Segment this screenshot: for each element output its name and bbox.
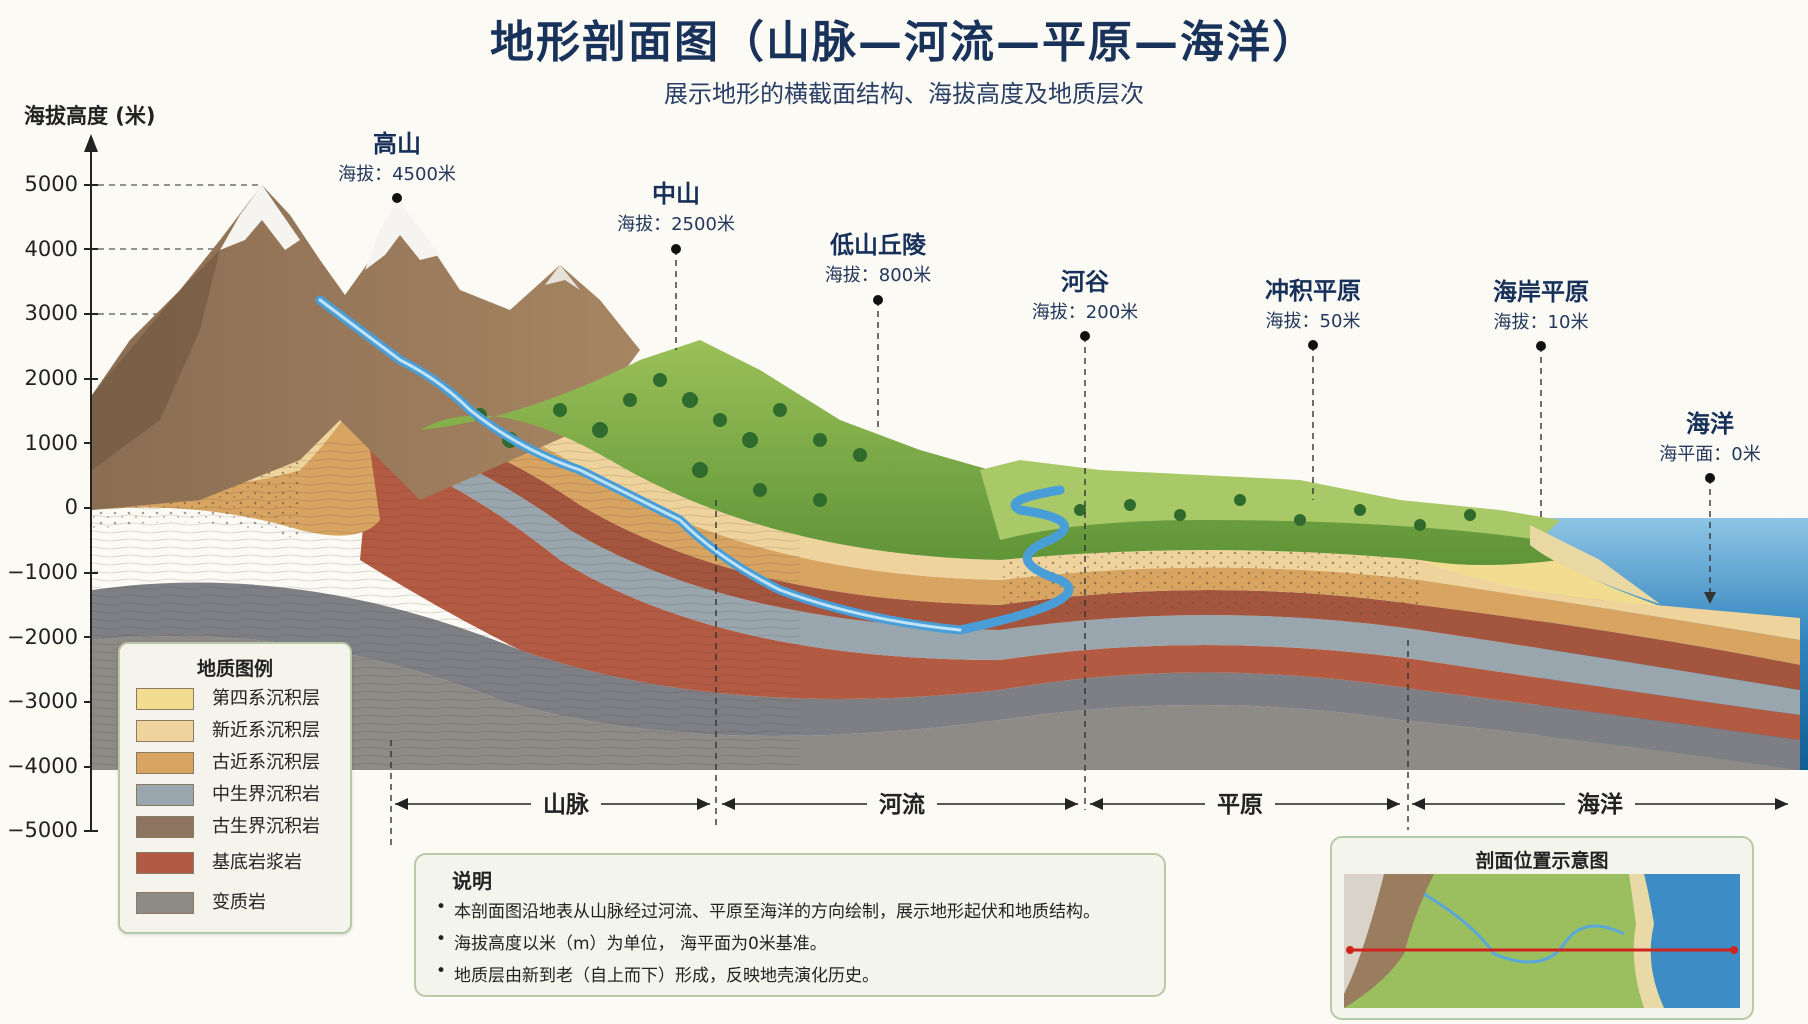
marker-elevation: 海拔：800米	[825, 265, 931, 286]
sea-level-arrow	[1704, 592, 1716, 604]
sediment-texture	[1000, 550, 1420, 620]
marker-name: 低山丘陵	[829, 231, 927, 259]
section-line-start	[1346, 946, 1354, 954]
legend-swatch	[136, 892, 194, 914]
legend-label: 变质岩	[212, 892, 266, 913]
legend-item: 古生界沉积岩	[136, 816, 346, 840]
marker-dot	[671, 244, 681, 254]
marker-name: 海岸平原	[1493, 278, 1589, 306]
snow-cap	[365, 200, 440, 270]
note-item: 地质层由新到老（自上而下）形成，反映地壳演化历史。	[436, 961, 879, 986]
region-label-ocean: 海洋	[1565, 785, 1635, 819]
legend-label: 中生界沉积岩	[212, 784, 320, 805]
marker-zhong-shan: 中山 海拔：2500米	[617, 180, 735, 254]
notes-title: 说明	[452, 869, 492, 893]
legend-item: 基底岩浆岩	[136, 852, 346, 876]
note-item: 海拔高度以米（m）为单位， 海平面为0米基准。	[436, 929, 827, 954]
marker-elevation: 海拔：4500米	[338, 164, 456, 185]
marker-dot	[1080, 331, 1090, 341]
legend-swatch	[136, 720, 194, 742]
legend-label: 古生界沉积岩	[212, 816, 320, 837]
y-tick-label: −1000	[6, 560, 78, 584]
legend-item: 第四系沉积层	[136, 688, 346, 712]
marker-elevation: 海拔：200米	[1032, 302, 1138, 323]
marker-name: 冲积平原	[1265, 277, 1361, 305]
legend-item: 新近系沉积层	[136, 720, 346, 744]
region-arrows	[395, 798, 1788, 810]
mountain-shadow	[92, 250, 220, 470]
marker-elevation: 海拔：50米	[1266, 311, 1361, 332]
note-item: 本剖面图沿地表从山脉经过河流、平原至海洋的方向绘制，展示地形起伏和地质结构。	[436, 897, 1100, 922]
marker-dot	[1536, 341, 1546, 351]
y-axis-title: 海拔高度 (米)	[24, 104, 156, 128]
marker-dot	[1308, 340, 1318, 350]
marker-gao-shan: 高山 海拔：4500米	[338, 130, 456, 203]
layer-mesozoic	[365, 430, 1800, 715]
snow-cap	[220, 185, 300, 250]
beach	[1530, 525, 1660, 604]
y-tick-label: 4000	[24, 237, 78, 261]
y-axis-arrow	[84, 134, 98, 152]
marker-elevation: 海平面：0米	[1659, 444, 1760, 465]
y-tick-label: −3000	[6, 689, 78, 713]
marker-leaders	[390, 198, 1711, 850]
legend-label: 新近系沉积层	[212, 720, 320, 741]
marker-name: 河谷	[1061, 268, 1110, 296]
region-label-mountains: 山脉	[531, 785, 601, 819]
notes-panel: 说明 本剖面图沿地表从山脉经过河流、平原至海洋的方向绘制，展示地形起伏和地质结构…	[414, 853, 1166, 997]
legend-swatch	[136, 816, 194, 838]
minimap-title: 剖面位置示意图	[1475, 850, 1609, 872]
y-tick-label: 0	[64, 495, 78, 519]
elevation-guides	[98, 184, 262, 315]
legend-label: 基底岩浆岩	[212, 852, 302, 873]
marker-name: 高山	[373, 130, 421, 158]
legend-title: 地质图例	[196, 658, 273, 680]
marker-chong-ji-ping-yuan: 冲积平原 海拔：50米	[1265, 277, 1361, 350]
region-label-plain: 平原	[1205, 785, 1275, 819]
plain-surface	[980, 460, 1560, 540]
y-tick-label: 2000	[24, 366, 78, 390]
marker-name: 中山	[652, 180, 700, 208]
marker-elevation: 海拔：2500米	[617, 214, 735, 235]
minimap-image	[1344, 874, 1740, 1008]
y-tick-label: −2000	[6, 625, 78, 649]
legend-swatch	[136, 688, 194, 710]
y-tick-label: −5000	[6, 818, 78, 842]
marker-dot	[392, 193, 402, 203]
river-highlight	[318, 298, 962, 632]
marker-hai-yang: 海洋 海平面：0米	[1659, 410, 1761, 483]
legend-label: 古近系沉积层	[212, 752, 320, 773]
y-tick-label: −4000	[6, 754, 78, 778]
marker-dot	[1705, 473, 1715, 483]
legend-swatch	[136, 784, 194, 806]
page-title: 地形剖面图（山脉—河流—平原—海洋）	[490, 17, 1318, 68]
page-subtitle: 展示地形的横截面结构、海拔高度及地质层次	[664, 80, 1144, 108]
legend-swatch	[136, 852, 194, 874]
section-location-minimap: 剖面位置示意图	[1330, 836, 1754, 1020]
section-line-end	[1730, 946, 1738, 954]
marker-name: 海洋	[1686, 410, 1734, 438]
marker-dot	[873, 295, 883, 305]
legend-item: 中生界沉积岩	[136, 784, 346, 808]
geology-legend: 地质图例 第四系沉积层 新近系沉积层 古近系沉积层 中生界沉积岩 古生界沉积岩 …	[118, 642, 352, 934]
legend-item: 古近系沉积层	[136, 752, 346, 776]
y-tick-label: 3000	[24, 301, 78, 325]
marker-elevation: 海拔：10米	[1494, 312, 1589, 333]
legend-item: 变质岩	[136, 892, 346, 916]
marker-di-shan-qiu-ling: 低山丘陵 海拔：800米	[825, 231, 931, 305]
marker-hai-an-ping-yuan: 海岸平原 海拔：10米	[1493, 278, 1589, 351]
y-tick-label: 1000	[24, 431, 78, 455]
snow-cap	[545, 265, 580, 290]
marker-he-gu: 河谷 海拔：200米	[1032, 268, 1138, 341]
region-label-river: 河流	[867, 785, 937, 819]
layer-redbed	[365, 415, 1800, 690]
y-tick-label: 5000	[24, 172, 78, 196]
legend-swatch	[136, 752, 194, 774]
legend-label: 第四系沉积层	[212, 688, 320, 709]
